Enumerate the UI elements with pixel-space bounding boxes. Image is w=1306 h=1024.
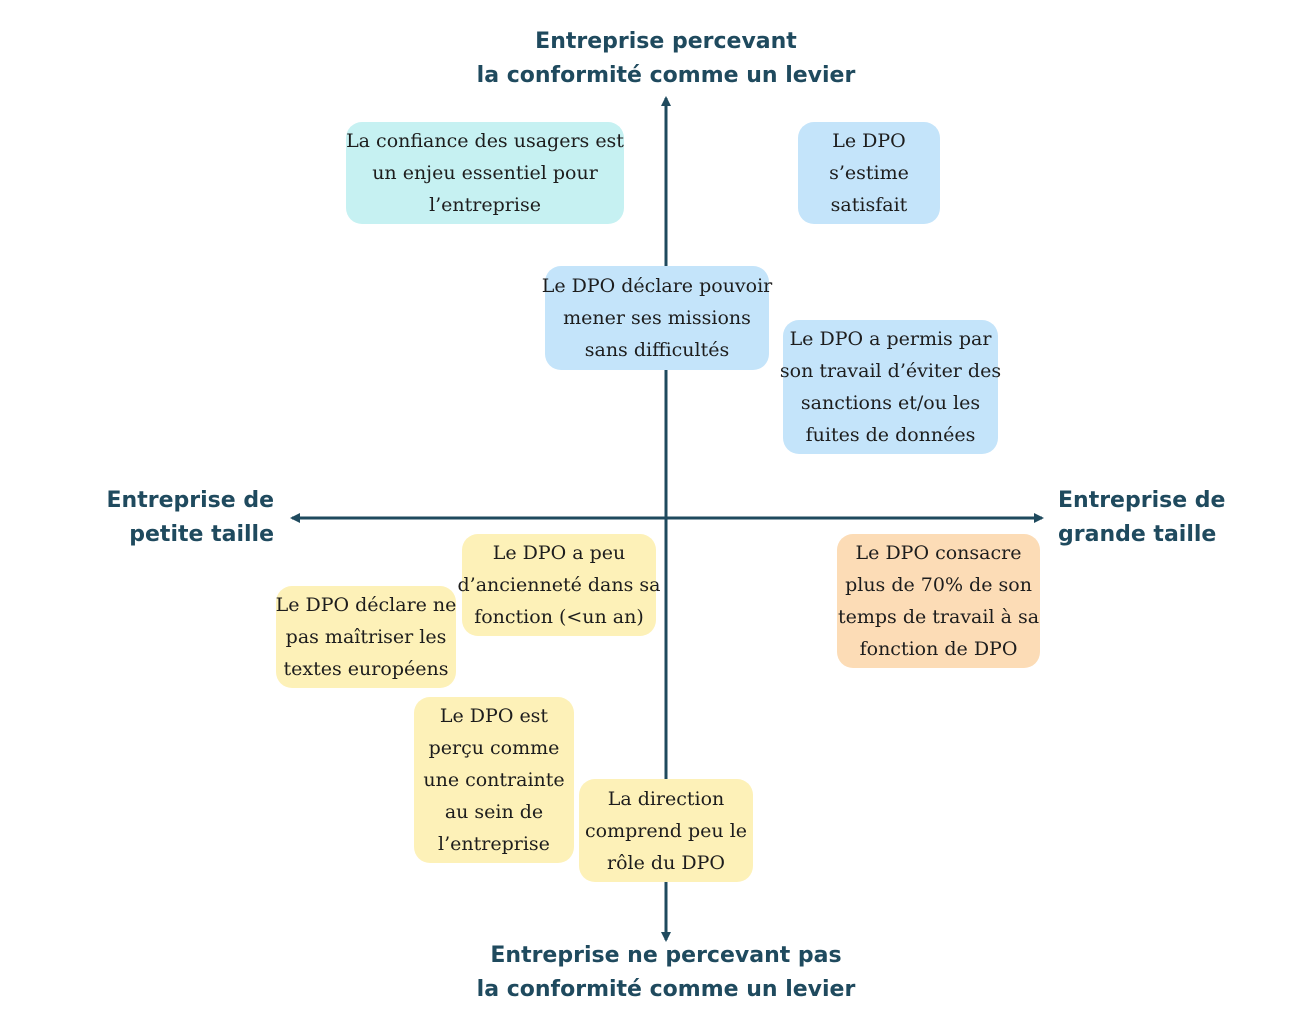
card-line: La direction <box>607 787 725 810</box>
card-line: rôle du DPO <box>607 851 725 874</box>
card-line: Le DPO est <box>439 705 549 727</box>
axis-label-top-line-1: Entreprise percevant <box>535 29 797 54</box>
axis-label-top-line-2: la conformité comme un levier <box>476 63 856 88</box>
card-line: un enjeu essentiel pour <box>372 162 598 184</box>
card-confiance: La confiance des usagers est un enjeu ess… <box>346 122 624 224</box>
card-line: fonction (<un an) <box>474 606 644 628</box>
axis-label-top: Entreprise percevant la conformité comme… <box>0 25 1306 93</box>
card-line: Le DPO consacre <box>855 542 1022 564</box>
card-line: Le DPO a peu <box>492 542 626 564</box>
card-maitriser: Le DPO déclare ne pas maîtriser les textes… <box>276 586 456 688</box>
card-line: perçu comme <box>428 737 560 759</box>
card-text: La direction comprend peu le rôle du DPO <box>585 783 747 879</box>
card-line: l’entreprise <box>438 833 550 855</box>
card-line: s’estime <box>829 162 909 184</box>
card-text: Le DPO déclare ne pas maîtriser les textes… <box>276 589 457 685</box>
card-missions: Le DPO déclare pouvoir mener ses missions… <box>542 266 772 370</box>
card-line: fonction de DPO <box>859 638 1018 660</box>
axis-label-right-line-1: Entreprise de <box>1058 488 1226 513</box>
card-line: fuites de données <box>805 424 976 446</box>
card-text: Le DPO a permis par son travail d’éviter … <box>780 323 1001 451</box>
card-line: au sein de <box>444 801 544 823</box>
card-line: sanctions et/ou les <box>800 392 981 414</box>
card-sanctions: Le DPO a permis par son travail d’éviter … <box>780 320 1001 454</box>
axis-label-left-line-2: petite taille <box>129 522 274 547</box>
card-contrainte: Le DPO est perçu comme une contrainte au se… <box>414 697 574 863</box>
axis-label-right-line-2: grande taille <box>1058 522 1217 547</box>
card-line: Le DPO déclare pouvoir <box>541 275 773 297</box>
card-line: comprend peu le <box>584 819 748 842</box>
card-direction: La direction comprend peu le rôle du DPO <box>579 779 753 882</box>
axis-label-left: Entreprise de petite taille <box>60 484 274 552</box>
card-text: Le DPO a peu d’ancienneté dans sa fonction… <box>458 537 661 633</box>
axis-label-left-line-1: Entreprise de <box>106 488 274 513</box>
card-text: Le DPO déclare pouvoir mener ses missions… <box>542 270 773 366</box>
card-line: une contrainte <box>423 769 565 791</box>
card-line: textes européens <box>283 658 449 680</box>
axis-label-right: Entreprise de grande taille <box>1058 484 1298 552</box>
card-line: mener ses missions <box>563 307 751 329</box>
card-anciennete: Le DPO a peu d’ancienneté dans sa fonction… <box>458 534 660 636</box>
axis-label-bottom-line-2: la conformité comme un levier <box>476 977 856 1002</box>
card-line: satisfait <box>830 194 908 216</box>
card-satisfait: Le DPO s’estime satisfait <box>798 122 940 224</box>
card-line: l’entreprise <box>429 194 541 216</box>
card-text: La confiance des usagers est un enjeu ess… <box>346 125 624 221</box>
card-line: pas maîtriser les <box>285 626 447 648</box>
card-line: Le DPO déclare ne <box>275 594 457 616</box>
axis-label-bottom-line-1: Entreprise ne percevant pas <box>490 943 842 968</box>
card-line: Le DPO <box>832 130 906 152</box>
card-line: Le DPO a permis par <box>789 328 992 350</box>
card-line: sans difficultés <box>584 339 730 361</box>
card-text: Le DPO est perçu comme une contrainte au se… <box>423 700 564 860</box>
card-text: Le DPO s’estime satisfait <box>829 125 909 221</box>
card-text: Le DPO consacre plus de 70% de son temps d… <box>838 537 1039 665</box>
card-line: plus de 70% de son <box>845 574 1032 596</box>
axis-label-bottom: Entreprise ne percevant pas la conformit… <box>0 939 1306 1007</box>
card-line: La confiance des usagers est <box>346 130 624 152</box>
card-line: temps de travail à sa <box>837 606 1040 628</box>
card-line: d’ancienneté dans sa <box>457 574 661 596</box>
card-consacre: Le DPO consacre plus de 70% de son temps d… <box>837 534 1040 668</box>
card-line: son travail d’éviter des <box>779 360 1002 382</box>
